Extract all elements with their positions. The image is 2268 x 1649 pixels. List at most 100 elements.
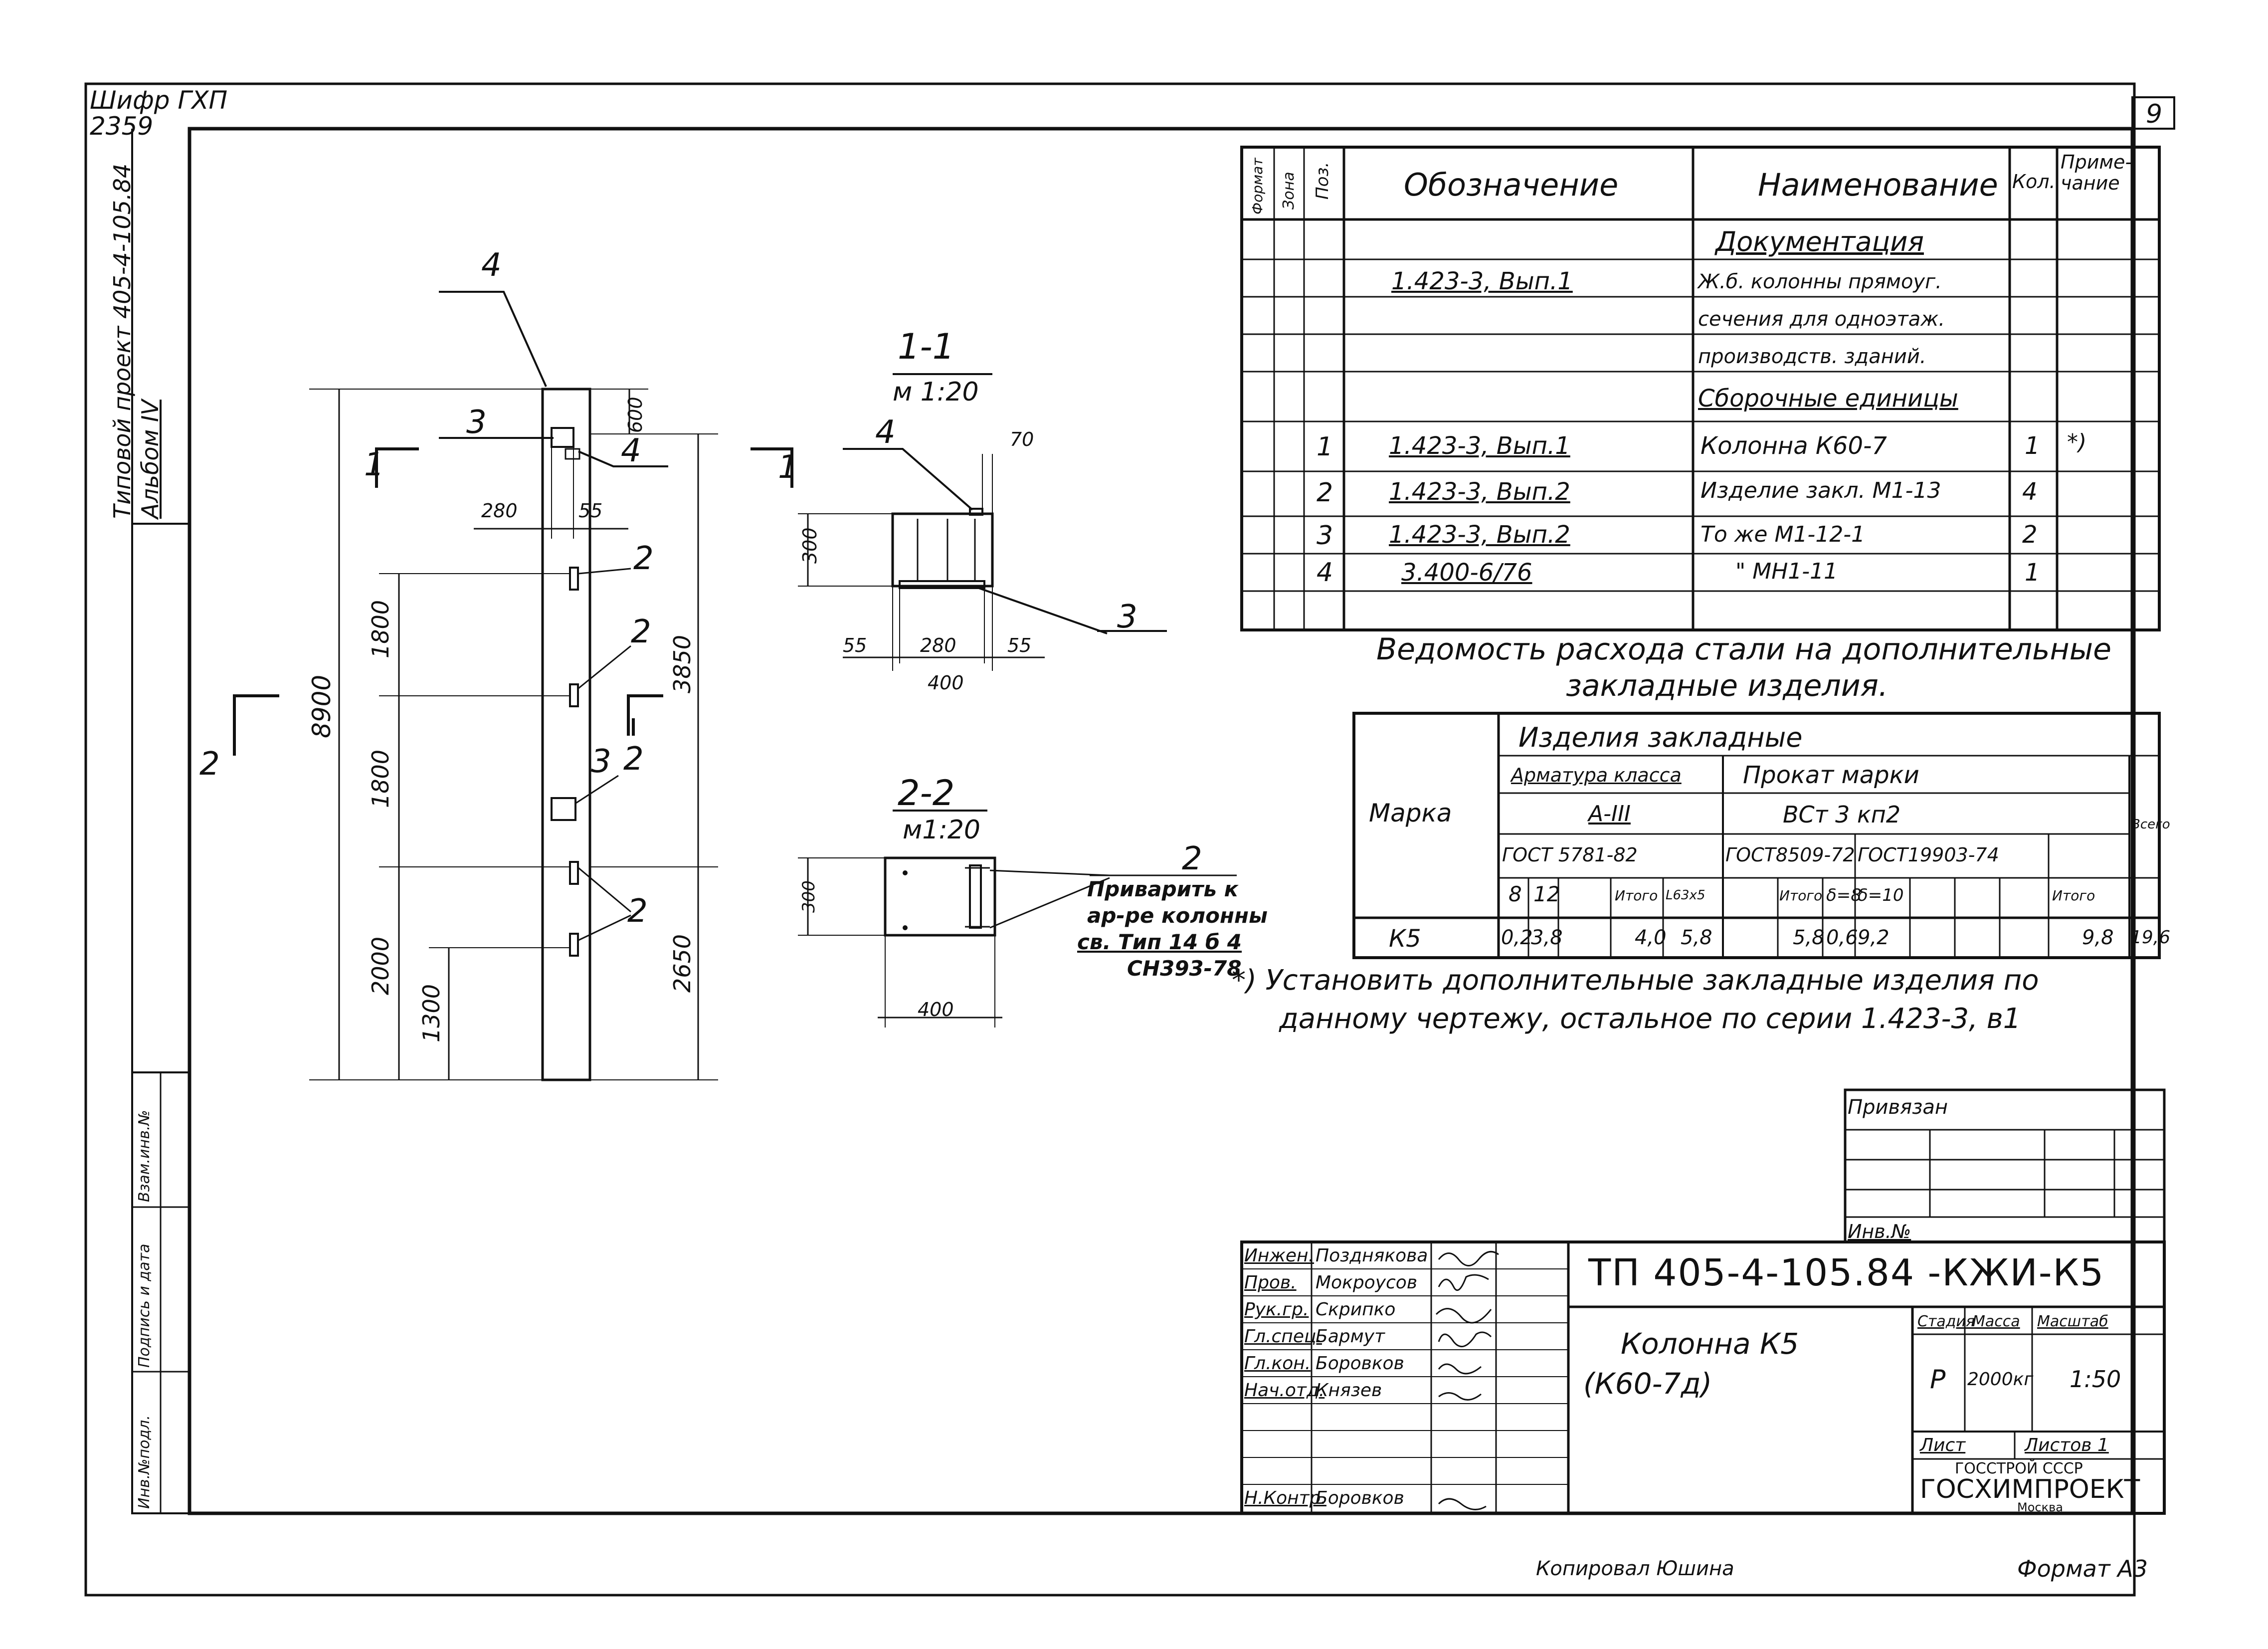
section-1-1-dim-55b: 55: [1007, 634, 1032, 656]
steel-h-items: Изделия закладные: [1518, 722, 1803, 753]
steel-val-11: 9,8: [2082, 926, 2114, 949]
section-1-1-dim-55a: 55: [843, 634, 867, 656]
spec-row-9-name: " МН1-11: [1735, 559, 1838, 584]
role-2: Пров.: [1244, 1272, 1297, 1293]
cut-2-left: 2: [199, 746, 220, 783]
shifr-number: 2359: [90, 112, 154, 141]
steel-title-1: Ведомость расхода стали на дополнительны…: [1376, 632, 2111, 667]
steel-h-marka: Марка: [1369, 799, 1452, 827]
section-1-1-dim-300: 300: [799, 527, 821, 564]
privyazan-label: Привязан: [1848, 1096, 1948, 1119]
weld-note-2: ар-ре колонны: [1087, 903, 1268, 928]
spec-row-9-designation: 3.400-6/76: [1401, 559, 1532, 587]
steel-h-vst: ВСт 3 кп2: [1783, 801, 1901, 828]
stamp-inv-podl: Инв.№подл.: [136, 1415, 153, 1509]
mass-header: Масса: [1972, 1313, 2020, 1330]
dim-280: 280: [481, 500, 518, 522]
mark-2-a: 2: [633, 540, 654, 577]
spec-h-designation: Обозначение: [1404, 167, 1619, 203]
section-1-1-title: 1-1: [898, 326, 955, 367]
scale-value: 1:50: [2070, 1366, 2121, 1393]
weld-note-4: СН393-78: [1127, 956, 1242, 981]
spec-row-7-name: Изделие закл. М1-13: [1701, 478, 1941, 503]
mark-3-mid: 3: [591, 743, 611, 780]
name-2: Мокроусов: [1316, 1272, 1418, 1293]
mark-2-b: 2: [631, 614, 651, 650]
role-6: Нач.отд.: [1244, 1380, 1325, 1401]
spec-row-8-designation: 1.423-3, Вып.2: [1389, 521, 1570, 549]
signatures: [1435, 1250, 1499, 1510]
format-label: Формат А3: [2017, 1555, 2148, 1582]
steel-sub-itogo-3: Итого: [2052, 887, 2095, 904]
project-label: Типовой проект 405-4-105.84: [109, 163, 136, 519]
section-1-1-outline: [891, 512, 994, 588]
spec-h-pos: Поз.: [1313, 162, 1332, 200]
name-10: Боровков: [1316, 1488, 1404, 1508]
section-1-1-dim-400: 400: [928, 672, 964, 694]
spec-row-7-pos: 2: [1317, 478, 1333, 508]
weld-note-1: Приварить к: [1087, 877, 1239, 901]
steel-sub-12: 12: [1533, 882, 1560, 906]
spec-row-6-name: Колонна К60-7: [1701, 432, 1887, 460]
spec-row-2-designation: 1.423-3, Вып.1: [1391, 267, 1573, 295]
dim-55: 55: [578, 500, 603, 522]
section-1-1-dim-70: 70: [1010, 428, 1034, 450]
spec-h-note: Приме-чание: [2061, 151, 2132, 194]
steel-sub-8: 8: [1509, 882, 1522, 906]
title-block: [1240, 1240, 2166, 1515]
sheet-number: 9: [2146, 99, 2163, 129]
spec-row-8-pos: 3: [1317, 521, 1333, 551]
spec-row-9-pos: 4: [1317, 558, 1333, 588]
spec-h-zone: Зона: [1280, 172, 1298, 209]
section-2-2-scale: м1:20: [903, 815, 980, 845]
section-2-2-outline: [884, 856, 996, 937]
steel-sub-d10: δ=10: [1858, 885, 1904, 905]
spec-table: [1240, 146, 2161, 631]
section-2-2-title: 2-2: [898, 773, 955, 814]
name-3: Скрипко: [1316, 1299, 1396, 1320]
spec-row-9-qty: 1: [2025, 559, 2040, 587]
steel-val-2: 3,8: [1531, 926, 1563, 949]
role-3: Рук.гр.: [1244, 1299, 1309, 1320]
sheet-label: Лист: [1920, 1435, 1966, 1455]
role-4: Гл.спец.: [1244, 1326, 1322, 1347]
spec-row-4-name: производств. зданий.: [1698, 345, 1926, 368]
stage-header: Стадия: [1917, 1313, 1975, 1330]
dim-1800-b: 1800: [367, 749, 394, 808]
mark-2-c: 2: [623, 741, 644, 778]
stage-value: Р: [1930, 1365, 1946, 1395]
org-city: Москва: [2017, 1500, 2063, 1514]
drawing-name-1: Колонна К5: [1621, 1327, 1799, 1361]
outer-border: [84, 82, 2136, 1597]
privyazan-inv: Инв.№: [1848, 1221, 1911, 1242]
spec-row-3-name: сечения для одноэтаж.: [1698, 308, 1945, 331]
mark-4-top: 4: [621, 432, 641, 469]
spec-row-6-pos: 1: [1317, 432, 1333, 462]
spec-row-2-name: Ж.б. колонны прямоуг.: [1698, 270, 1942, 293]
steel-sub-d8: δ=8: [1826, 885, 1862, 905]
steel-h-aiii: А-III: [1588, 801, 1631, 826]
section-1-1-scale: м 1:20: [893, 377, 979, 407]
spec-row-5-name: Сборочные единицы: [1698, 385, 1958, 412]
cut-1-left: 1: [364, 446, 384, 483]
spec-h-name: Наименование: [1758, 167, 1998, 203]
steel-h-prokat: Прокат марки: [1743, 761, 1919, 789]
dim-3850: 3850: [669, 634, 696, 693]
footnote-1: *) Установить дополнительные закладные и…: [1232, 964, 2039, 997]
steel-val-8: 0,6: [1826, 926, 1858, 949]
steel-title-2: закладные изделия.: [1566, 668, 1888, 703]
steel-val-7: 5,8: [1793, 926, 1825, 949]
dim-1800-a: 1800: [367, 600, 394, 658]
scale-header: Масштаб: [2037, 1313, 2108, 1330]
stamp-vzam-inv: Взам.инв.№: [136, 1110, 153, 1202]
section-2-2-dim-300: 300: [799, 880, 819, 913]
steel-row-mark: К5: [1389, 925, 1421, 953]
dim-1300: 1300: [418, 984, 445, 1042]
name-6: Князев: [1316, 1380, 1382, 1401]
column-outline: [541, 388, 591, 1081]
spec-row-1-name: Документация: [1715, 226, 1924, 257]
steel-val-4: 4,0: [1635, 926, 1667, 949]
sheet-number-box: [2131, 96, 2175, 130]
name-5: Боровков: [1316, 1353, 1404, 1374]
